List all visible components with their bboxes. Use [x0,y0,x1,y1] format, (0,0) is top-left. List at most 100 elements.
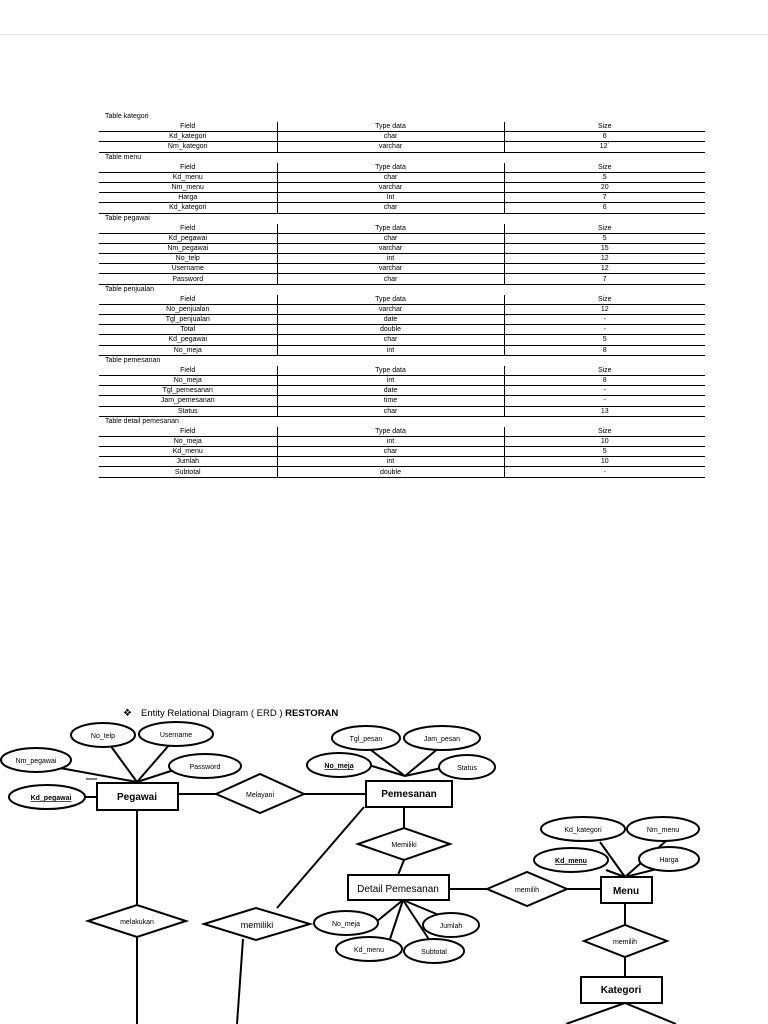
rel-memilih-label: memilih [515,887,539,894]
table-cell: Total [99,324,278,336]
attr-kd-menu [335,936,403,962]
table-cell: varchar [277,263,505,275]
table-cell: int [277,456,505,468]
header-cell: Size [504,162,705,173]
attr-no-telp [70,722,136,748]
table-cell: 15 [504,243,705,255]
attr-kd-pegawai [8,784,86,810]
header-cell: Size [504,426,705,437]
table-cell: Tgl_pemesanan [99,385,278,397]
table-cell: 6 [504,131,705,143]
table-cell: int [277,345,505,356]
table-cell: 10 [504,456,705,468]
table-cell: 5 [504,334,705,346]
attr-harga-label: Harga [659,857,678,864]
table-cell: char [277,334,505,346]
table-cell: time [277,395,505,407]
attr-jam-pesan [403,725,481,751]
header-cell: Size [504,122,705,133]
page-top-divider [0,34,768,35]
attr-kd-menu-pk [533,847,609,873]
table-cell: Nm_menu [99,182,278,194]
table-cell: varchar [277,304,505,316]
table-cell: 5 [504,172,705,183]
header-cell: Type data [277,294,505,305]
table-title: Table pemesanan [105,356,161,364]
attr-no-telp-label: No_telp [91,733,115,740]
header-cell: Field [99,223,278,234]
entity-pegawai-label: Pegawai [117,792,157,803]
entity-pegawai [96,782,179,811]
attr-kd-kategori [540,816,626,842]
table-cell: Kd_kategori [99,202,278,214]
table-cell: - [504,324,705,336]
entity-menu [600,876,653,904]
rel-melayani [213,772,307,815]
attr-nm-pegawai-label: Nm_pegawai [16,758,57,765]
table-cell: Status [99,406,278,417]
table-cell: char [277,446,505,458]
table-cell: 8 [504,375,705,387]
entity-kategori-label: Kategori [601,985,642,996]
header-cell: Type data [277,426,505,437]
table-cell: - [504,395,705,407]
table-cell: date [277,314,505,326]
attr-status [438,754,496,780]
entity-detail-pemesanan-label: Detail Pemesanan [357,884,439,895]
attr-nm-menu [626,816,700,842]
rel-memilih-menu-label: memilih [613,939,637,946]
table-cell: Kd_pegawai [99,334,278,346]
erd-heading: Entity Relational Diagram ( ERD ) RESTOR… [141,708,338,719]
table-cell: 12 [504,263,705,275]
attr-jumlah-label: Jumlah [440,923,463,930]
header-cell: Size [504,223,705,234]
table-cell: varchar [277,243,505,255]
rel-melakukan [84,903,190,939]
table-cell: 12 [504,253,705,265]
header-cell: Field [99,365,278,376]
header-cell: Type data [277,162,505,173]
header-cell: Field [99,162,278,173]
entity-menu-label: Menu [613,886,639,897]
table-cell: char [277,406,505,417]
table-cell: No_meja [99,345,278,356]
table-cell: Subtotal [99,466,278,478]
table-cell: 8 [504,345,705,356]
attr-no-meja-pk [306,752,372,778]
erd-heading-bullet: ❖ [123,708,132,719]
table-cell: No_meja [99,375,278,387]
table-cell: Tgl_penjualan [99,314,278,326]
table-cell: Username [99,263,278,275]
table-cell: 10 [504,436,705,448]
rel-memiliki-big-label: memiliki [241,920,274,930]
attr-no-meja [313,910,379,936]
table-cell: - [504,385,705,397]
attr-nm-menu-label: Nm_menu [647,827,679,834]
table-cell: int [277,375,505,387]
table-cell: 12` [504,141,705,153]
table-cell: Kd_pegawai [99,233,278,244]
table-title: Table menu [105,153,142,161]
attr-status-label: Status [457,765,477,772]
table-title: Table kategori [105,113,149,120]
table-cell: char [277,233,505,244]
table-cell: Harga [99,192,278,204]
